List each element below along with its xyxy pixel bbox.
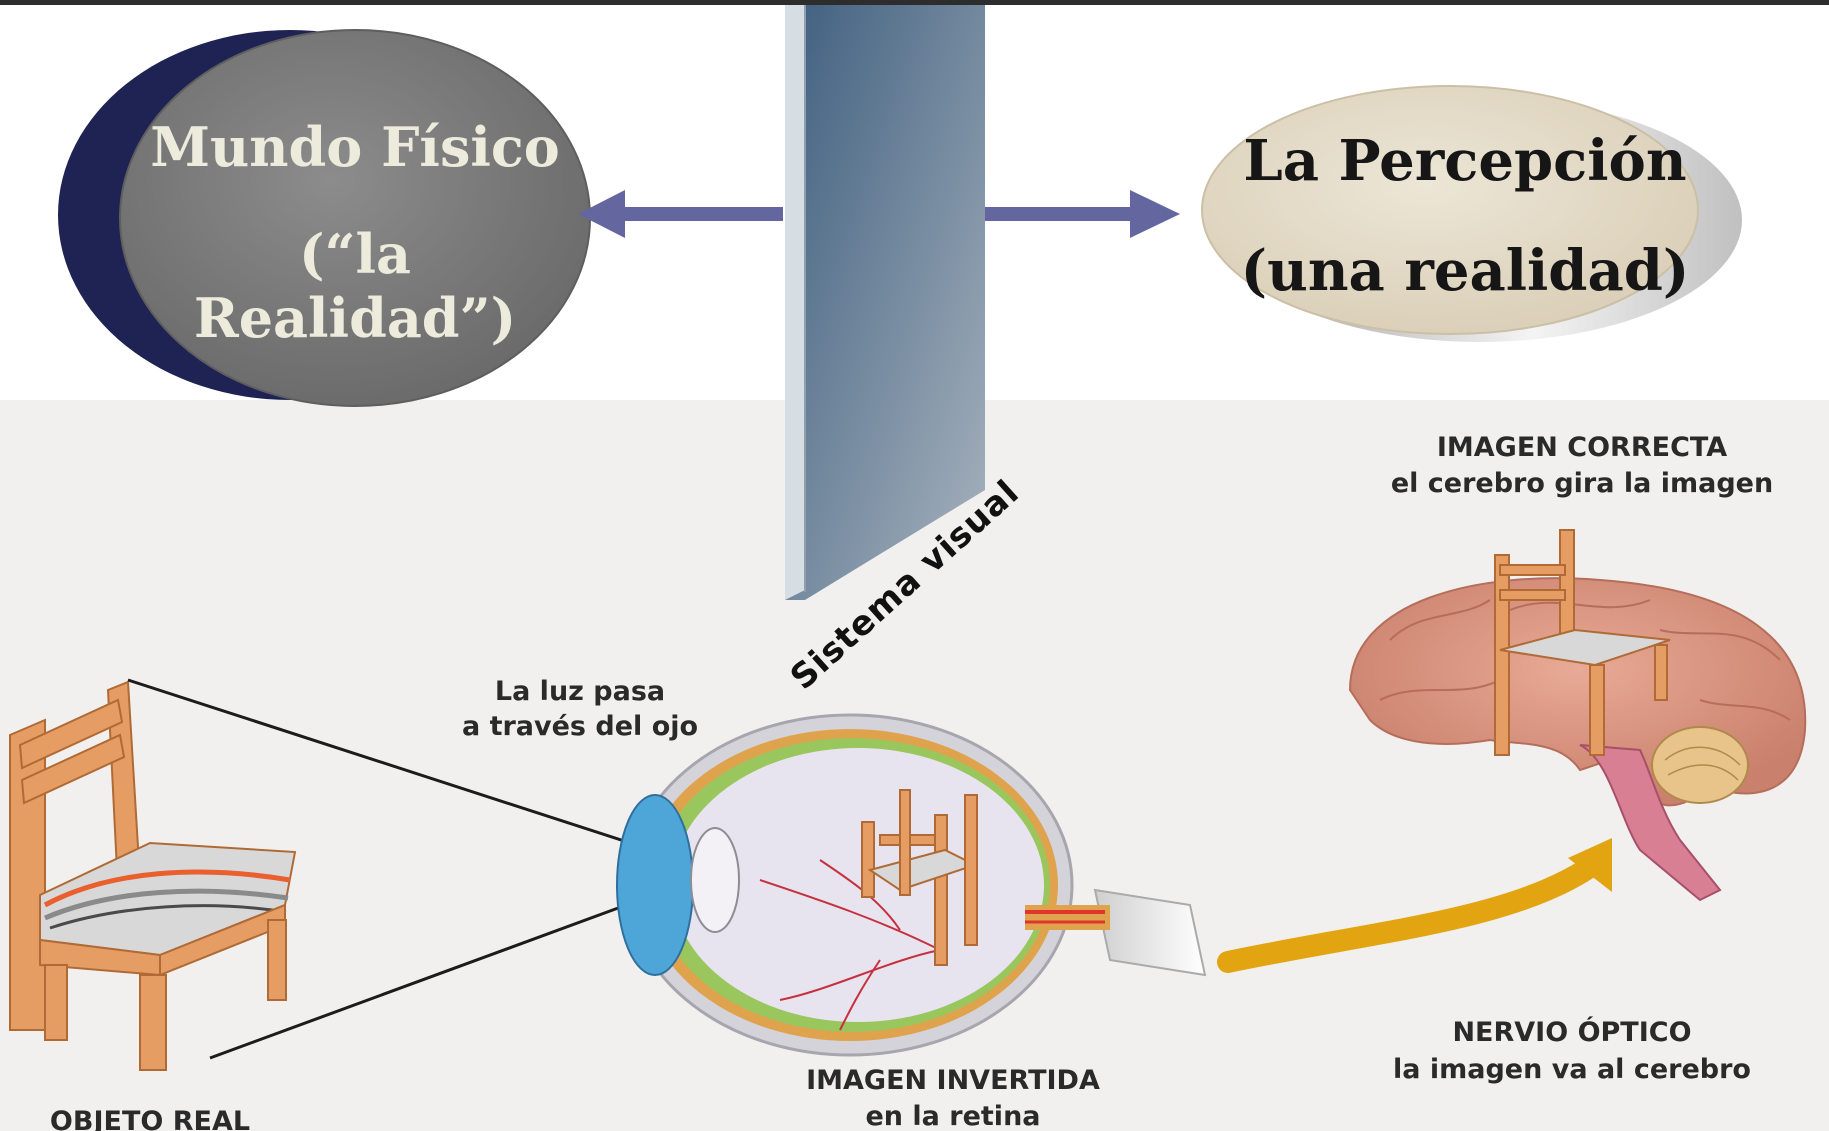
curved-arrow: [1217, 838, 1612, 973]
mundo-fisico-subtitle: (“la Realidad”): [193, 222, 517, 350]
visual-system-filter: [785, 5, 985, 600]
caption-imagen-correcta-sub: el cerebro gira la imagen: [1391, 468, 1773, 499]
mundo-fisico-bubble: [58, 29, 591, 407]
caption-invertida-sub: en la retina: [865, 1101, 1040, 1131]
brain-illustration: [1348, 529, 1807, 902]
caption-imagen-correcta-title: IMAGEN CORRECTA: [1437, 432, 1727, 463]
caption-invertida-title: IMAGEN INVERTIDA: [806, 1065, 1100, 1096]
caption-nervio-sub: la imagen va al cerebro: [1393, 1054, 1751, 1085]
top-rule: [0, 0, 1829, 5]
percepcion-bubble: [1201, 85, 1742, 342]
captions: La luz pasa a través del ojo IMAGEN CORR…: [50, 432, 1773, 1131]
real-chair-illustration: [9, 680, 297, 1071]
caption-objeto-real: OBJETO REAL: [50, 1106, 250, 1131]
eye-illustration: [616, 713, 1207, 1057]
percepcion-title: La Percepción: [1243, 128, 1687, 194]
left-arrow: [578, 190, 783, 238]
percepcion-subtitle: (una realidad): [1240, 238, 1690, 304]
caption-nervio-title: NERVIO ÓPTICO: [1452, 1016, 1691, 1048]
caption-luz-line2: a través del ojo: [462, 711, 698, 742]
caption-luz-line1: La luz pasa: [495, 676, 665, 707]
mundo-fisico-title: Mundo Físico: [150, 115, 560, 179]
